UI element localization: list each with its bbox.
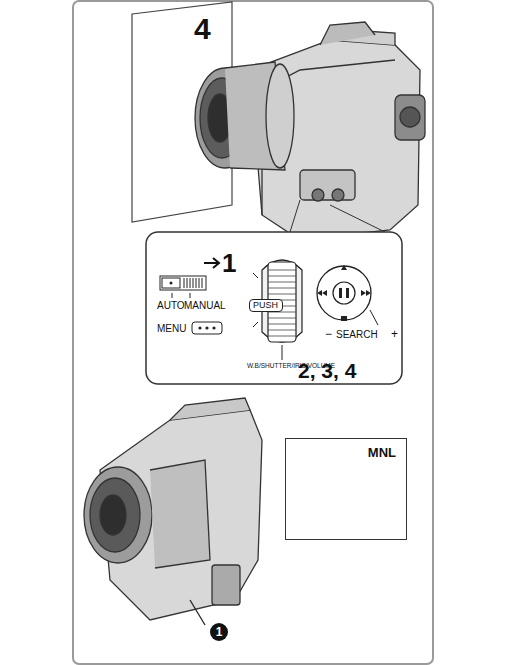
step-numbers: 2, 3, 4 bbox=[298, 360, 356, 381]
callout-circle bbox=[210, 623, 228, 641]
search-label: SEARCH bbox=[336, 330, 378, 340]
inset-leader bbox=[290, 200, 385, 232]
search-sign: + bbox=[391, 328, 398, 340]
callout-number: 1 bbox=[210, 626, 228, 638]
camcorder-bottom bbox=[84, 398, 262, 625]
button-text: PUSH bbox=[253, 301, 279, 310]
screen-display: MNL bbox=[285, 438, 407, 540]
frame bbox=[73, 1, 433, 664]
camcorder-top bbox=[195, 22, 425, 240]
button-label: MENU bbox=[157, 324, 186, 334]
auto-manual-switch bbox=[160, 276, 206, 298]
white-sheet bbox=[132, 2, 232, 222]
step-number: 1 bbox=[222, 250, 236, 276]
inset-panel bbox=[146, 232, 402, 384]
push-button: PUSH bbox=[249, 299, 283, 312]
step-number: 4 bbox=[194, 14, 211, 44]
step-arrow bbox=[204, 258, 219, 268]
switch-label: AUTO bbox=[157, 301, 185, 311]
display-text: MNL bbox=[296, 446, 396, 459]
switch-label: MANUAL bbox=[184, 301, 226, 311]
cross-key-pad bbox=[317, 265, 378, 325]
search-sign: − bbox=[325, 328, 332, 340]
menu-button bbox=[192, 322, 222, 334]
